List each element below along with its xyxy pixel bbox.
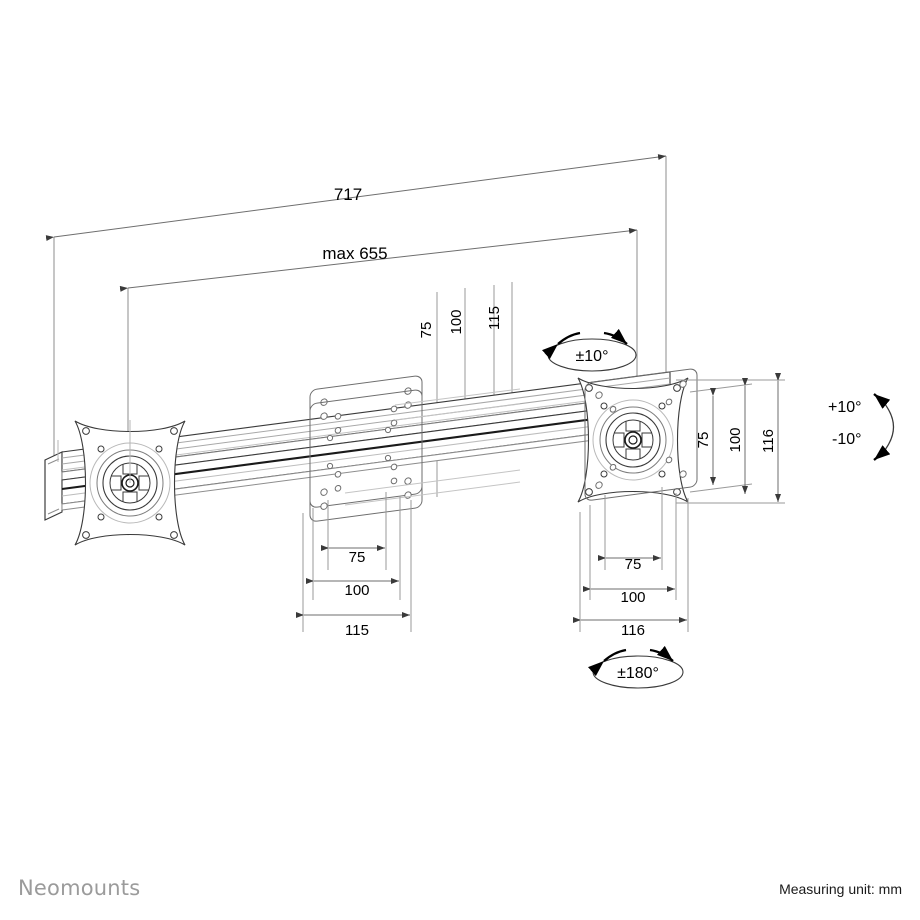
rotation-annotation-bottom: ±180° xyxy=(587,645,684,689)
dimension-label-717: 717 xyxy=(334,185,362,204)
right-horiz-label-75: 75 xyxy=(625,556,642,573)
right-vert-label-75: 75 xyxy=(695,432,712,449)
rail-end-cap-left xyxy=(44,451,63,521)
tilt-up-label: +10° xyxy=(828,399,862,416)
center-dim-label-115: 115 xyxy=(486,306,503,330)
dimension-label-max-655: max 655 xyxy=(322,244,387,263)
tilt-down-label: -10° xyxy=(832,431,862,448)
center-bracket-construction-lines xyxy=(344,388,521,506)
brand-logo: Neomounts xyxy=(18,876,141,900)
center-vertical-dimension-group: 75 100 115 xyxy=(418,282,513,497)
right-horizontal-dimension-chain: 75 100 116 xyxy=(573,487,689,639)
center-dim-label-75: 75 xyxy=(418,322,435,339)
center-dim-label-100: 100 xyxy=(448,309,465,334)
rotation-top-label: ±10° xyxy=(576,348,609,365)
rotation-bottom-label: ±180° xyxy=(617,665,659,682)
right-vertical-dimension-chain: 75 100 116 xyxy=(676,373,785,504)
center-horiz-label-115: 115 xyxy=(345,622,369,639)
left-vesa-head xyxy=(57,420,186,546)
dimension-717: 717 xyxy=(45,154,667,465)
tilt-annotation: +10° -10° xyxy=(828,393,894,461)
measuring-unit-note: Measuring unit: mm xyxy=(779,881,902,897)
rail-mounting-holes xyxy=(326,426,392,470)
right-vert-label-116: 116 xyxy=(760,429,777,453)
right-vesa-head xyxy=(577,367,698,503)
right-horiz-label-100: 100 xyxy=(620,589,645,606)
right-vert-label-100: 100 xyxy=(727,427,744,452)
center-horizontal-dimension-chain: 75 100 115 xyxy=(296,492,412,639)
dimension-max-655: max 655 xyxy=(119,227,638,470)
center-horiz-label-100: 100 xyxy=(344,582,369,599)
right-horiz-label-116: 116 xyxy=(621,622,645,639)
rotation-annotation-top: ±10° xyxy=(541,328,637,372)
monitor-rail-assembly xyxy=(44,371,671,521)
center-horiz-label-75: 75 xyxy=(349,549,366,566)
